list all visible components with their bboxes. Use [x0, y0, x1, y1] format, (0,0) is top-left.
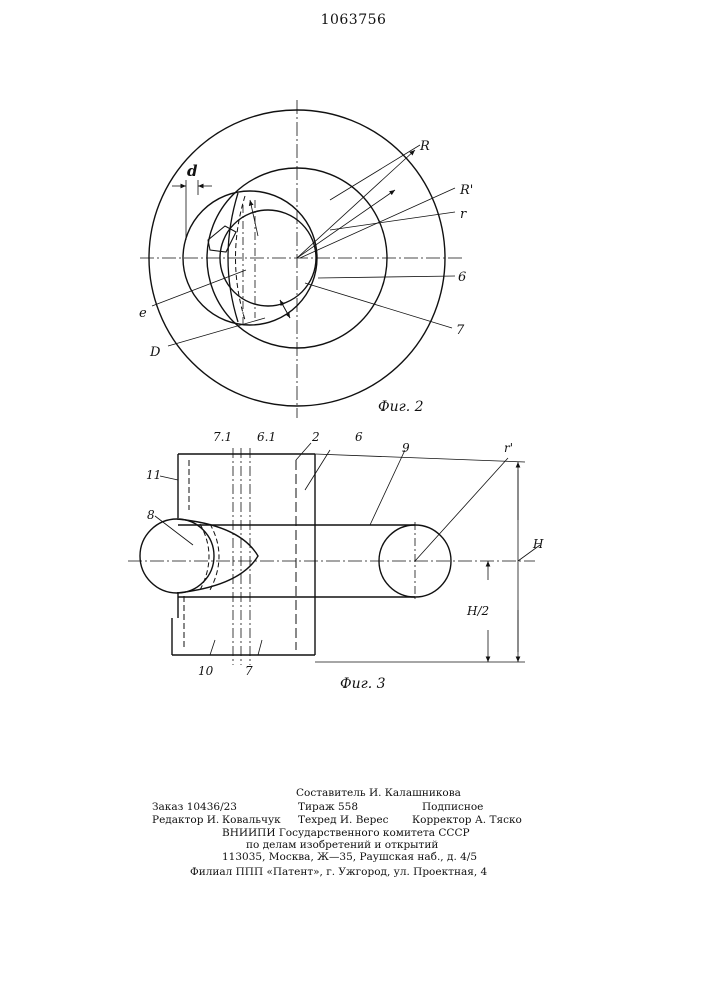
imprint-branch: Филиал ППП «Патент», г. Ужгород, ул. Про…	[190, 866, 487, 878]
fig3-label-11: 11	[146, 468, 161, 482]
fig2-caption: Фиг. 2	[378, 399, 424, 415]
imprint-order: Заказ 10436/23	[152, 801, 237, 813]
fig2-label-R: R	[419, 139, 430, 154]
fig2-label-6: 6	[458, 270, 466, 285]
fig3-label-2: 2	[311, 430, 320, 444]
imprint-compiler: Составитель И. Калашникова	[296, 787, 461, 799]
fig2-label-D: D	[149, 345, 161, 360]
fig2-label-R-prime: R'	[459, 183, 473, 198]
fig3-label-6: 6	[355, 430, 363, 444]
figure-2	[140, 100, 465, 418]
fig3-label-H: H	[532, 537, 544, 551]
imprint-print-run: Тираж 558	[298, 801, 358, 813]
fig2-label-7: 7	[456, 323, 465, 338]
imprint-address: 113035, Москва, Ж—35, Раушская наб., д. …	[222, 851, 477, 863]
fig3-label-10: 10	[198, 664, 214, 678]
imprint-editor-surname: Ковальчук	[222, 814, 281, 826]
fig3-caption: Фиг. 3	[340, 676, 386, 692]
imprint-subscription: Подписное	[422, 801, 483, 813]
imprint-editor: Редактор И.	[152, 814, 219, 826]
fig3-label-7-1: 7.1	[213, 430, 232, 444]
fig2-label-r: r	[460, 207, 467, 222]
fig3-label-7: 7	[245, 664, 253, 678]
imprint-org-line1: ВНИИПИ Государственного комитета СССР	[222, 827, 470, 839]
fig3-label-r-prime: r'	[504, 441, 513, 455]
imprint-org-line2: по делам изобретений и открытий	[246, 839, 438, 851]
imprint-tech-editor: Техред И. Верес	[298, 814, 388, 826]
fig3-label-8: 8	[147, 508, 155, 522]
fig3-label-9: 9	[402, 441, 410, 455]
figure-3	[128, 443, 540, 665]
fig3-label-6-1: 6.1	[257, 430, 276, 444]
fig3-label-H2: H/2	[466, 604, 489, 618]
fig2-label-e: e	[139, 306, 147, 321]
tool-circle	[140, 519, 214, 593]
imprint-corrector: Корректор А. Тяско	[412, 814, 522, 826]
fig2-label-d: d	[187, 162, 198, 180]
